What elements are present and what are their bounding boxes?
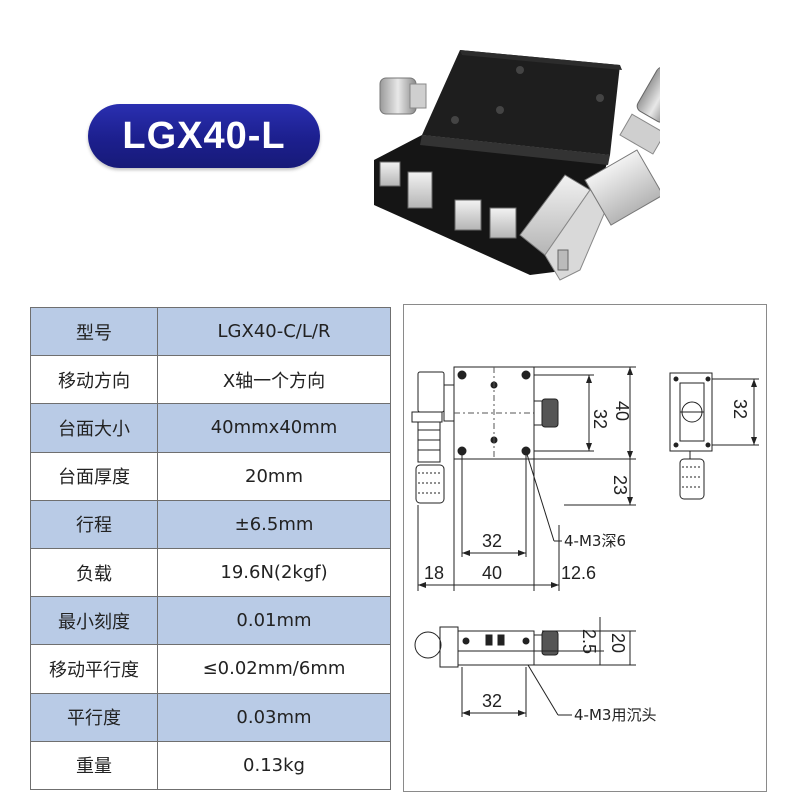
- spec-label: 台面大小: [30, 403, 158, 453]
- spec-label: 重量: [30, 740, 158, 791]
- dim-label: 40: [612, 401, 632, 421]
- spec-value: 19.6N(2kgf): [157, 547, 391, 598]
- spec-label: 移动平行度: [30, 644, 158, 694]
- note-label: 4-M3深6: [564, 532, 626, 550]
- spec-value: 40mmx40mm: [157, 403, 391, 453]
- dim-label: 32: [482, 531, 502, 551]
- spec-value: 0.13kg: [157, 740, 391, 791]
- table-row: 行程±6.5mm: [30, 499, 391, 549]
- technical-drawing: 32 40 23 32 18 40 12.6 4-M3深6 32 2.5 20 …: [403, 304, 767, 792]
- dim-label: 32: [730, 399, 750, 419]
- product-title-badge: LGX40-L: [88, 104, 320, 168]
- spec-value: ≤0.02mm/6mm: [157, 644, 391, 694]
- note-label: 4-M3用沉头: [574, 706, 656, 724]
- spec-value: ±6.5mm: [157, 499, 391, 549]
- spec-label: 型号: [30, 306, 158, 357]
- spec-label: 台面厚度: [30, 451, 158, 501]
- product-photo: [374, 50, 660, 281]
- spec-value: X轴一个方向: [157, 355, 391, 405]
- spec-label: 平行度: [30, 692, 158, 742]
- spec-label: 负载: [30, 547, 158, 598]
- side-view: [669, 372, 759, 500]
- dim-label: 2.5: [579, 629, 599, 654]
- table-row: 移动平行度≤0.02mm/6mm: [30, 644, 391, 694]
- dim-label: 20: [608, 633, 628, 653]
- spec-label: 移动方向: [30, 355, 158, 405]
- dim-label: 40: [482, 563, 502, 583]
- dim-label: 32: [482, 691, 502, 711]
- spec-label: 行程: [30, 499, 158, 549]
- spec-value: 20mm: [157, 451, 391, 501]
- front-view: [414, 617, 636, 717]
- spec-value: 0.03mm: [157, 692, 391, 742]
- dim-label: 32: [590, 409, 610, 429]
- product-title: LGX40-L: [122, 114, 286, 157]
- dim-label: 23: [610, 475, 630, 495]
- spec-value: LGX40-C/L/R: [157, 306, 391, 357]
- dim-label: 18: [424, 563, 444, 583]
- spec-label: 最小刻度: [30, 596, 158, 646]
- dim-label: 12.6: [561, 563, 596, 583]
- spec-value: 0.01mm: [157, 596, 391, 646]
